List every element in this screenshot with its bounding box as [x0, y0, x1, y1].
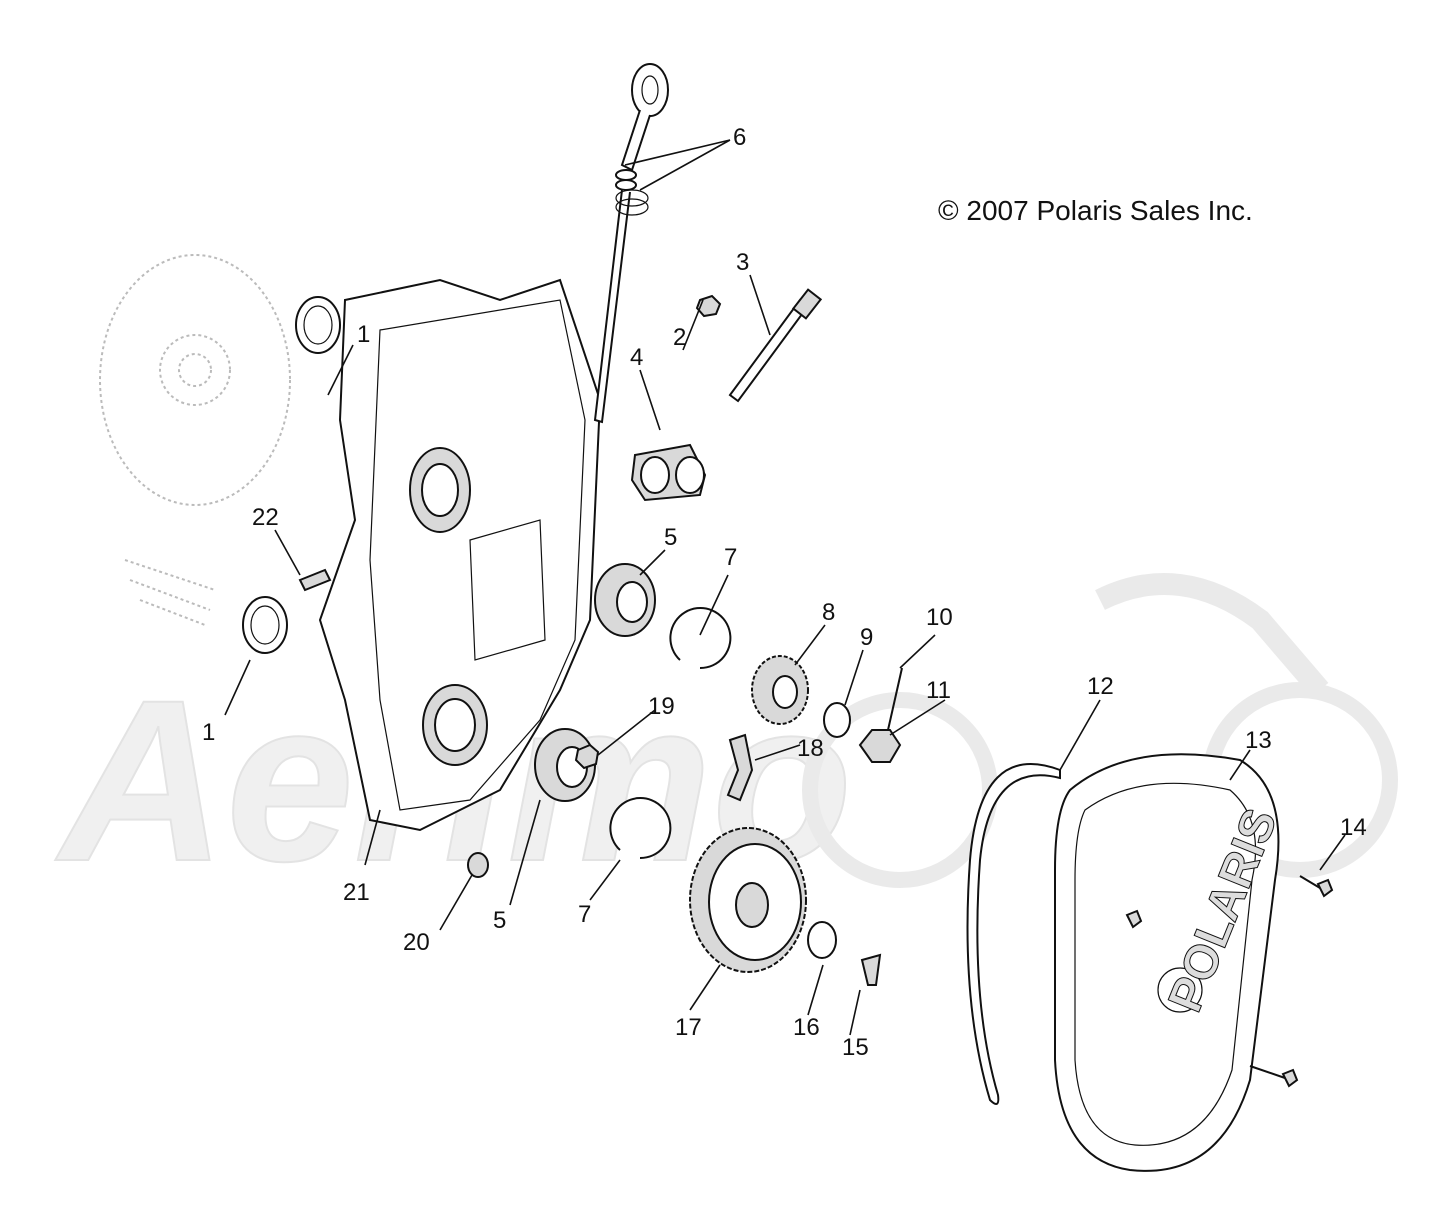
callout-21: 21	[343, 879, 370, 906]
callout-13: 13	[1245, 727, 1272, 754]
bolt-15-part	[860, 953, 882, 986]
sprocket-small-part	[751, 655, 809, 725]
seal-part	[242, 296, 341, 654]
chaincase-cover-part: POLARIS	[1054, 753, 1288, 1172]
callout-8: 8	[822, 599, 835, 626]
callout-18: 18	[797, 735, 824, 762]
leader-lines	[224, 139, 1346, 1036]
washer-16-part	[807, 921, 837, 959]
bearing-part	[534, 563, 656, 802]
callout-20: 20	[403, 929, 430, 956]
dipstick-part	[593, 63, 669, 424]
callout-labels: 1 1 2 3 4 5 5 6 7 7 8 9 10 11 12 13 14 1…	[202, 124, 1367, 1061]
callout-17: 17	[675, 1014, 702, 1041]
nut-19-part	[574, 743, 600, 770]
callout-5: 5	[664, 524, 677, 551]
callout-6: 6	[733, 124, 746, 151]
callout-12: 12	[1087, 673, 1114, 700]
gasket-part	[966, 763, 1061, 1105]
castle-nut-part	[858, 729, 902, 763]
callout-22: 22	[252, 504, 279, 531]
callout-16: 16	[793, 1014, 820, 1041]
callout-11: 11	[926, 677, 951, 704]
copyright-text: © 2007 Polaris Sales Inc.	[938, 195, 1253, 226]
callout-15: 15	[842, 1034, 869, 1061]
callout-1: 1	[357, 321, 370, 348]
snap-ring-part	[609, 607, 732, 860]
clutch-ghost-icon	[99, 254, 291, 626]
bolt-part	[728, 288, 823, 403]
callout-19: 19	[648, 693, 675, 720]
sprocket-large-part	[689, 827, 807, 973]
bolt-22-part	[298, 568, 332, 592]
callout-5: 5	[493, 907, 506, 934]
plug-part	[467, 852, 489, 878]
cover-bolts-part	[1125, 875, 1334, 1088]
callout-3: 3	[736, 249, 749, 276]
cotter-pin-part	[887, 667, 903, 731]
callout-4: 4	[630, 344, 643, 371]
callout-2: 2	[673, 324, 686, 351]
callout-14: 14	[1340, 814, 1367, 841]
callout-1: 1	[202, 719, 215, 746]
chain-part	[726, 733, 754, 802]
callout-7: 7	[578, 901, 591, 928]
washer-part	[823, 702, 851, 738]
callout-9: 9	[860, 624, 873, 651]
tensioner-part	[630, 443, 707, 502]
callout-7: 7	[724, 544, 737, 571]
chaincase-housing-part	[318, 278, 602, 832]
callout-10: 10	[926, 604, 953, 631]
